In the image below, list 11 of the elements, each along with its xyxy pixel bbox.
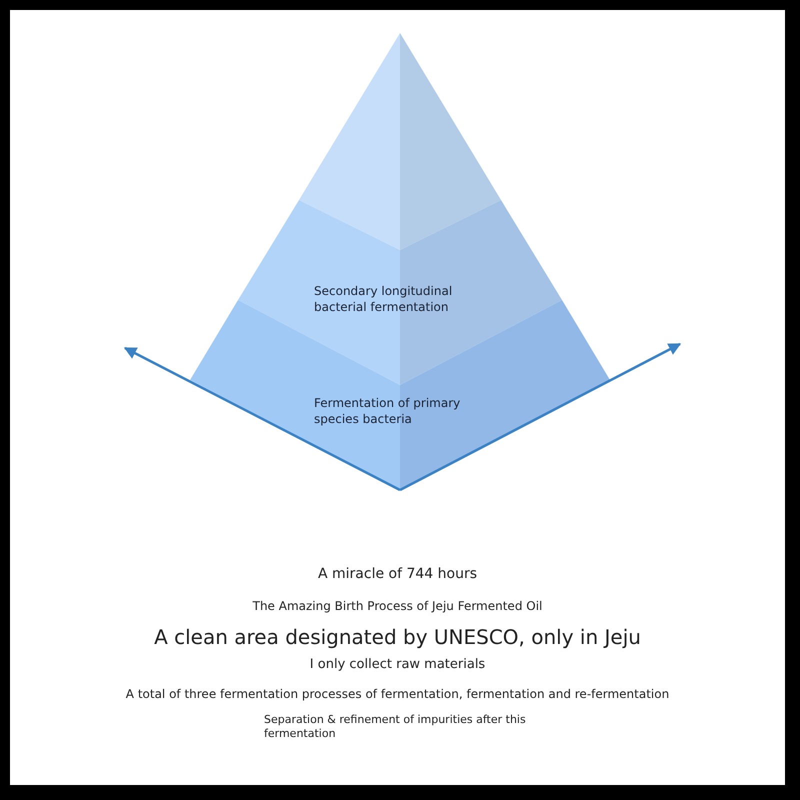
caption-text: A total of three fermentation processes of fermentation, fermentation and re-fermentation <box>124 687 670 702</box>
tier-label: Fermentation of primary species bacteria <box>314 395 462 427</box>
pyramid-tier <box>238 200 562 385</box>
pyramid-tier <box>299 33 501 250</box>
pyramid-tier <box>190 300 610 490</box>
caption-text: The Amazing Birth Process of Jeju Fermented Oil <box>252 599 544 614</box>
caption-text: I only collect raw materials <box>308 657 486 674</box>
caption-text: Separation & refinement of impurities after this fermentation <box>264 713 527 740</box>
tier-label: Secondary longitudinal bacterial fermentation <box>314 283 454 315</box>
caption-text: A miracle of 744 hours <box>316 566 478 584</box>
headline: A clean area designated by UNESCO, only in Jeju <box>153 625 642 650</box>
